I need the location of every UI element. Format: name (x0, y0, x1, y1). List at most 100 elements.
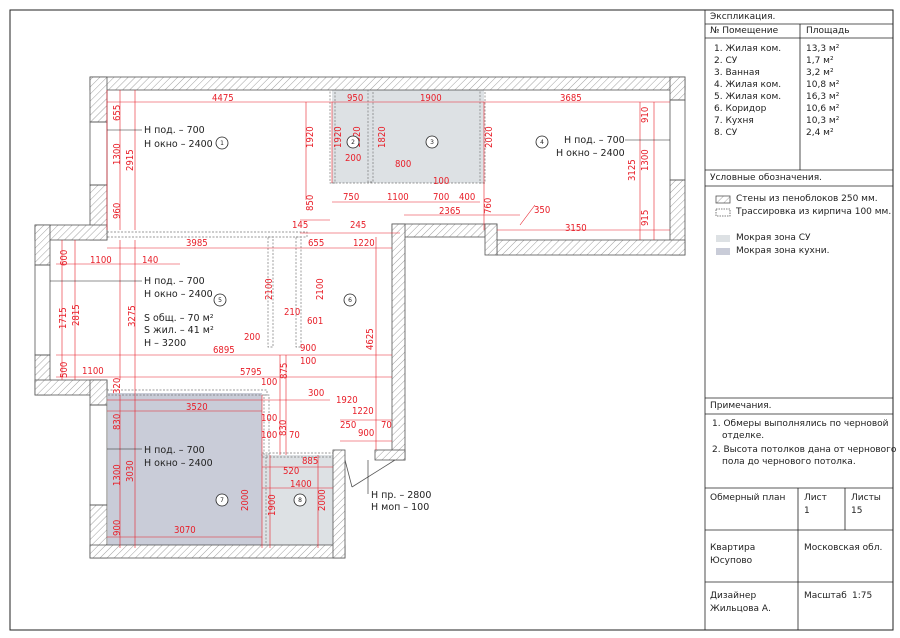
dim-label: 300 (308, 388, 324, 399)
dim-label: 2100 (264, 278, 275, 300)
sill-height: Н под. – 700 (144, 125, 205, 136)
dim-label: 655 (112, 105, 123, 121)
dim-label: 3275 (127, 305, 138, 327)
dim-label: 915 (640, 210, 651, 226)
room-area: 10,6 м² (806, 104, 840, 114)
dim-label: 3685 (560, 93, 582, 104)
dim-label: 3125 (627, 159, 638, 181)
sheet-number: 1 (804, 506, 810, 516)
dim-label: 960 (112, 203, 123, 219)
room-area: 16,3 м² (806, 92, 840, 102)
room-name: 4. Жилая ком. (714, 80, 782, 90)
dim-label: 4475 (212, 93, 234, 104)
room-name: 7. Кухня (714, 116, 754, 126)
sill-height: Н под. – 700 (144, 445, 205, 456)
room-area: 10,3 м² (806, 116, 840, 126)
dim-label: 500 (59, 362, 70, 378)
room-area: 3,2 м² (806, 68, 834, 78)
dim-label: 1920 (336, 395, 358, 406)
dim-label: 350 (534, 205, 550, 216)
dim-label: 1820 (352, 126, 363, 148)
remark-1: 1. Обмеры выполнялись по черновой отделк… (712, 419, 889, 441)
dim-label: 100 (261, 377, 277, 388)
dim-label: 145 (292, 220, 308, 231)
dim-label: 2915 (125, 149, 136, 171)
legend-wet-bath: Мокрая зона СУ (736, 233, 811, 243)
room-name: 1. Жилая ком. (714, 44, 782, 54)
dim-label: 5795 (240, 367, 262, 378)
dimension-lines (56, 90, 670, 548)
dim-label: 2020 (484, 126, 495, 148)
dim-label: 210 (284, 307, 300, 318)
wet-zone-kitchen (108, 393, 262, 548)
total-area: S общ. – 70 м² (144, 313, 214, 324)
room-area: 1,7 м² (806, 56, 834, 66)
dim-label: 1220 (352, 406, 374, 417)
room-area: 13,3 м² (806, 44, 840, 54)
room-name: 2. СУ (714, 56, 738, 66)
dim-label: 655 (308, 238, 324, 249)
ceiling-height: Н – 3200 (144, 338, 186, 349)
walls (34, 76, 686, 559)
dim-label: 2815 (71, 304, 82, 326)
room-number: 2 (351, 139, 355, 146)
dim-label: 4625 (365, 328, 376, 350)
room-number: 8 (298, 497, 302, 504)
room-number: 7 (220, 497, 224, 504)
dim-label: 1920 (305, 126, 316, 148)
room-name: 5. Жилая ком. (714, 92, 782, 102)
window-height: Н окно – 2400 (556, 148, 625, 159)
document-name: Обмерный план (710, 493, 786, 503)
dim-label: 520 (283, 466, 299, 477)
dim-label: 2000 (240, 489, 251, 511)
region: Московская обл. (804, 543, 883, 553)
dim-label: 850 (305, 195, 316, 211)
legend-brick: Трассировка из кирпича 100 мм. (736, 207, 892, 217)
dim-label: 320 (112, 378, 123, 394)
dim-label: 3150 (565, 223, 587, 234)
dim-label: 3520 (186, 402, 208, 413)
dim-label: 2365 (439, 206, 461, 217)
object-location: Юсупово (710, 556, 753, 566)
sill-height: Н под. – 700 (564, 135, 625, 146)
wet-zone-bathroom (332, 90, 484, 183)
dim-label: 1100 (387, 192, 409, 203)
window-height: Н окно – 2400 (144, 289, 213, 300)
window-height: Н окно – 2400 (144, 139, 213, 150)
dim-label: 100 (261, 413, 277, 424)
room-number: 3 (430, 139, 434, 146)
legend-title: Условные обозначения. (710, 173, 822, 183)
dim-label: 700 (433, 192, 449, 203)
title-block-grid (704, 10, 893, 630)
dim-label: 900 (358, 428, 374, 439)
dim-label: 140 (142, 255, 158, 266)
dim-label: 1900 (420, 93, 442, 104)
designer-role: Дизайнер (710, 591, 757, 601)
dim-label: 1100 (82, 366, 104, 377)
dim-label: 1900 (267, 494, 278, 516)
dim-label: 830 (112, 414, 123, 430)
room-name: 6. Коридор (714, 104, 767, 114)
dim-label: 1220 (353, 238, 375, 249)
dim-label: 910 (640, 107, 651, 123)
sheets-count: 15 (851, 506, 863, 516)
dim-label: 1100 (90, 255, 112, 266)
dim-label: 100 (300, 356, 316, 367)
column-header-area: Площадь (806, 26, 850, 36)
dim-label: 900 (112, 520, 123, 536)
dim-label: 3985 (186, 238, 208, 249)
dim-label: 900 (300, 343, 316, 354)
dim-label: 200 (345, 153, 361, 164)
leader-lines (50, 129, 670, 494)
object-type: Квартира (710, 543, 756, 553)
scale-value: 1:75 (852, 591, 873, 601)
room-number: 1 (220, 140, 224, 147)
dim-label: 950 (347, 93, 363, 104)
dim-label: 1300 (112, 464, 123, 486)
explication-room-list: 1. Жилая ком. 2. СУ 3. Ванная 4. Жилая к… (714, 43, 781, 139)
legend-walls: Стены из пеноблоков 250 мм. (736, 194, 878, 204)
dim-label: 3030 (125, 460, 136, 482)
dim-label: 600 (59, 250, 70, 266)
room-area: 2,4 м² (806, 128, 834, 138)
